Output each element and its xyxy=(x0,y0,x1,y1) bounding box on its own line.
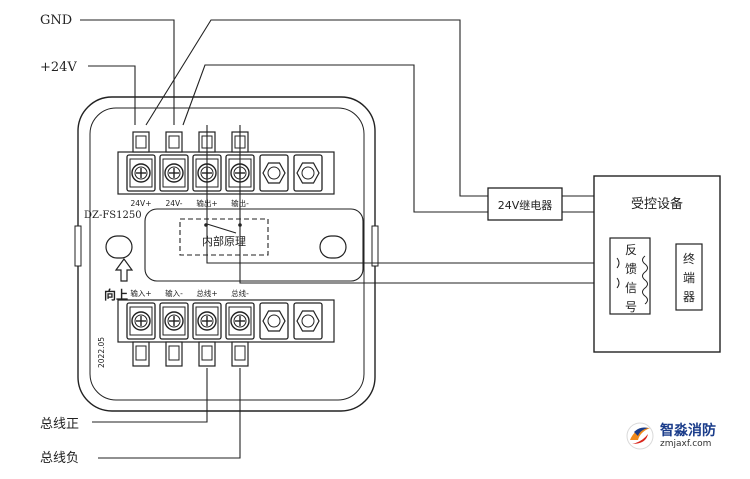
wire-v24-to-24v-plus xyxy=(88,65,136,125)
up-arrow-icon xyxy=(114,257,134,282)
up-label: 向上 xyxy=(104,287,128,302)
bus-negative-label: 总线负 xyxy=(40,451,79,466)
feedback-signal-box xyxy=(609,237,651,315)
terminal-char-2: 端 xyxy=(683,271,695,285)
brand-logo: 智淼消防 zmjaxf.com xyxy=(660,424,716,449)
module-body-inner xyxy=(89,107,365,401)
relay-box xyxy=(487,187,563,221)
internal-principle-label: 内部原理 xyxy=(202,234,246,248)
wire-gnd-to-24v-minus xyxy=(80,19,175,125)
terminal-blank-top-2 xyxy=(293,154,323,192)
terminal-label-bottom-4: 总线- xyxy=(231,288,249,298)
feedback-char-4: 号 xyxy=(625,300,637,314)
brand-name: 智淼消防 xyxy=(660,423,716,439)
terminal-24v-plus xyxy=(126,154,156,192)
terminal-char-1: 终 xyxy=(683,251,695,266)
terminal-label-bottom-1: 输入+ xyxy=(130,288,151,298)
terminal-blank-top-1 xyxy=(259,154,289,192)
terminal-in-plus xyxy=(126,302,156,340)
feedback-char-2: 馈 xyxy=(625,262,637,276)
terminal-24v-minus xyxy=(159,154,189,192)
terminal-blank-bottom-2 xyxy=(293,302,323,340)
terminal-blank-bottom-1 xyxy=(259,302,289,340)
internal-switch xyxy=(206,223,237,234)
feedback-char-1: 反 xyxy=(625,243,637,257)
gnd-label: GND xyxy=(40,13,72,28)
brand-logo-icon xyxy=(626,422,654,450)
bus-positive-label: 总线正 xyxy=(40,417,79,432)
model-label: DZ-FS1250 xyxy=(84,210,142,221)
feedback-char-3: 信 xyxy=(625,281,637,295)
terminal-label-bottom-3: 总线+ xyxy=(196,288,217,298)
wire-24v-minus-to-relay xyxy=(182,64,488,213)
terminal-char-3: 器 xyxy=(683,290,695,304)
terminal-in-minus xyxy=(159,302,189,340)
wire-output-plus-to-feedback xyxy=(206,125,621,264)
wire-24v-plus-to-relay xyxy=(145,19,488,197)
mount-hole-right xyxy=(319,235,347,259)
terminal-label-top-1: 24V+ xyxy=(131,199,152,208)
brand-url: zmjaxf.com xyxy=(660,439,712,449)
wire-output-minus-to-feedback xyxy=(239,125,621,284)
mount-hole-left xyxy=(105,235,133,259)
terminal-bus-plus xyxy=(192,302,222,340)
feedback-input-marks xyxy=(616,255,648,305)
terminal-label-top-2: 24V- xyxy=(166,199,183,208)
relay-label: 24V继电器 xyxy=(498,199,553,212)
side-tab-right xyxy=(371,225,379,267)
terminal-resistor-box xyxy=(675,243,703,311)
controlled-device-label: 受控设备 xyxy=(631,196,683,212)
terminal-bus-minus xyxy=(225,302,255,340)
wire-bus-minus xyxy=(98,368,241,459)
wire-bus-plus xyxy=(92,368,208,423)
date-code: 2022.05 xyxy=(97,337,106,368)
internal-principle-box xyxy=(179,218,269,256)
label-panel xyxy=(144,208,364,282)
terminal-label-bottom-2: 输入- xyxy=(165,288,183,298)
side-tab-left xyxy=(74,225,82,267)
v24-label: +24V xyxy=(40,60,77,75)
